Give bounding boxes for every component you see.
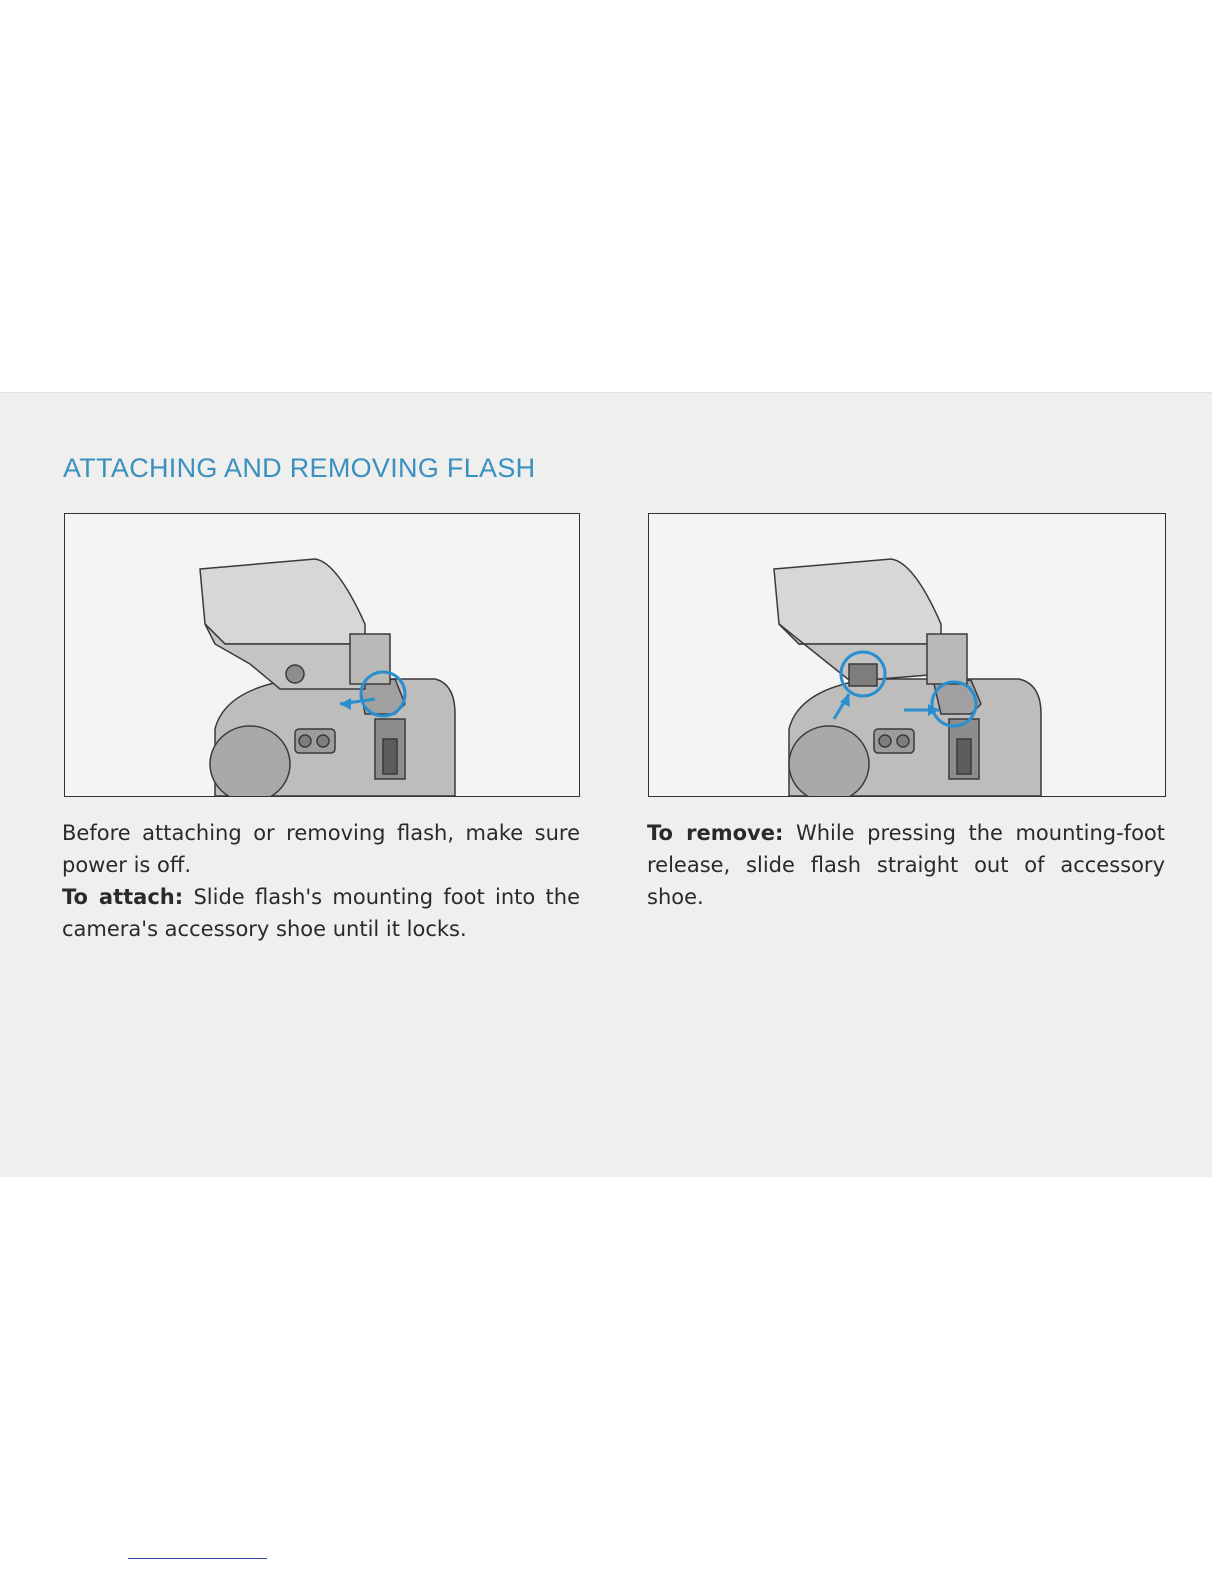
page-title: ATTACHING AND REMOVING FLASH xyxy=(63,453,535,484)
intro-paragraph: Before attaching or removing flash, make… xyxy=(62,817,580,881)
attach-label: To attach: xyxy=(62,885,183,909)
camera-lens xyxy=(789,726,869,796)
left-text-column: Before attaching or removing flash, make… xyxy=(62,817,580,945)
flash-attach-illustration xyxy=(65,514,579,796)
camera-lens xyxy=(210,726,290,796)
flash-head xyxy=(200,559,365,644)
remove-figure xyxy=(648,513,1166,797)
footnote-rule xyxy=(128,1558,267,1559)
right-text-column: To remove: While pressing the mounting-f… xyxy=(647,817,1165,913)
remove-label: To remove: xyxy=(647,821,783,845)
manual-page: ATTACHING AND REMOVING FLASH xyxy=(0,392,1212,1177)
attach-figure xyxy=(64,513,580,797)
foot-release xyxy=(849,664,877,686)
flash-head xyxy=(774,559,941,644)
flash-remove-illustration xyxy=(649,514,1165,796)
remove-paragraph: To remove: While pressing the mounting-f… xyxy=(647,817,1165,913)
attach-paragraph: To attach: Slide flash's mounting foot i… xyxy=(62,881,580,945)
